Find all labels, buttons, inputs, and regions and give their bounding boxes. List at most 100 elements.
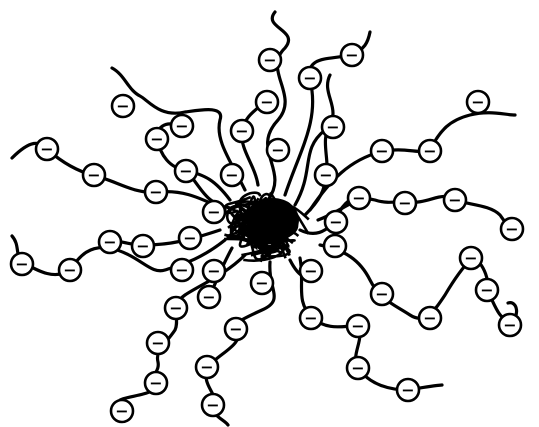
- negative-charge-bead: −: [467, 91, 489, 113]
- negative-charge-bead: −: [147, 332, 169, 354]
- minus-sign: −: [207, 203, 220, 222]
- negative-charge-bead: −: [203, 201, 225, 223]
- minus-sign: −: [149, 183, 162, 202]
- minus-sign: −: [401, 381, 414, 400]
- negative-charge-bead: −: [501, 218, 523, 240]
- minus-sign: −: [271, 141, 284, 160]
- negative-charge-bead: −: [419, 140, 441, 162]
- negative-charge-bead: −: [325, 211, 347, 233]
- minus-sign: −: [150, 130, 163, 149]
- minus-sign: −: [263, 51, 276, 70]
- negative-charge-bead: −: [476, 279, 498, 301]
- minus-sign: −: [149, 374, 162, 393]
- minus-sign: −: [103, 233, 116, 252]
- minus-sign: −: [206, 396, 219, 415]
- negative-charge-bead: −: [419, 307, 441, 329]
- minus-sign: −: [116, 97, 129, 116]
- negative-charge-bead: −: [111, 400, 133, 422]
- negative-charge-bead: −: [179, 227, 201, 249]
- minus-sign: −: [229, 320, 242, 339]
- negative-charge-bead: −: [59, 259, 81, 281]
- negative-charge-bead: −: [196, 356, 218, 378]
- minus-sign: −: [464, 249, 477, 268]
- negative-charge-bead: −: [299, 67, 321, 89]
- minus-sign: −: [448, 191, 461, 210]
- negative-charge-bead: −: [198, 286, 220, 308]
- negative-charge-bead: −: [171, 115, 193, 137]
- negative-charge-bead: −: [371, 140, 393, 162]
- negative-charge-bead: −: [460, 247, 482, 269]
- minus-sign: −: [480, 281, 493, 300]
- negative-charge-bead: −: [348, 187, 370, 209]
- negative-charge-bead: −: [251, 272, 273, 294]
- negative-charge-bead: −: [444, 189, 466, 211]
- negative-charge-bead: −: [394, 192, 416, 214]
- negative-charge-bead: −: [165, 297, 187, 319]
- minus-sign: −: [255, 274, 268, 293]
- minus-sign: −: [328, 237, 341, 256]
- negative-charge-bead: −: [347, 315, 369, 337]
- negative-charge-bead: −: [300, 260, 322, 282]
- negative-charge-bead: −: [322, 116, 344, 138]
- minus-sign: −: [87, 166, 100, 185]
- negative-charge-bead: −: [371, 283, 393, 305]
- minus-sign: −: [183, 229, 196, 248]
- negative-charge-bead: −: [36, 138, 58, 160]
- minus-sign: −: [207, 262, 220, 281]
- minus-sign: −: [319, 166, 332, 185]
- negative-charge-bead: −: [324, 235, 346, 257]
- core-dense-center: [247, 198, 299, 242]
- minus-sign: −: [304, 262, 317, 281]
- negative-charge-bead: −: [231, 120, 253, 142]
- minus-sign: −: [304, 309, 317, 328]
- minus-sign: −: [471, 93, 484, 112]
- negative-charge-bead: −: [225, 318, 247, 340]
- minus-sign: −: [398, 194, 411, 213]
- minus-sign: −: [179, 162, 192, 181]
- minus-sign: −: [352, 189, 365, 208]
- negative-charge-bead: −: [203, 260, 225, 282]
- minus-sign: −: [151, 334, 164, 353]
- minus-sign: −: [351, 359, 364, 378]
- minus-sign: −: [260, 93, 273, 112]
- minus-sign: −: [351, 317, 364, 336]
- minus-sign: −: [40, 140, 53, 159]
- minus-sign: −: [375, 142, 388, 161]
- negative-charge-bead: −: [146, 128, 168, 150]
- negative-charge-bead: −: [132, 235, 154, 257]
- negative-charge-bead: −: [145, 181, 167, 203]
- negative-charge-bead: −: [259, 49, 281, 71]
- minus-sign: −: [175, 117, 188, 136]
- minus-sign: −: [375, 285, 388, 304]
- minus-sign: −: [326, 118, 339, 137]
- minus-sign: −: [329, 213, 342, 232]
- minus-sign: −: [169, 299, 182, 318]
- minus-sign: −: [63, 261, 76, 280]
- minus-sign: −: [115, 402, 128, 421]
- negative-charge-bead: −: [202, 394, 224, 416]
- minus-sign: −: [225, 166, 238, 185]
- polymer-arm: [108, 230, 220, 245]
- minus-sign: −: [235, 122, 248, 141]
- negative-charge-bead: −: [315, 164, 337, 186]
- negative-charge-bead: −: [499, 314, 521, 336]
- minus-sign: −: [503, 316, 516, 335]
- negative-charge-bead: −: [347, 357, 369, 379]
- minus-sign: −: [505, 220, 518, 239]
- negative-charge-bead: −: [83, 164, 105, 186]
- negative-charge-bead: −: [256, 91, 278, 113]
- minus-sign: −: [345, 46, 358, 65]
- negative-charge-bead: −: [267, 139, 289, 161]
- negative-charge-bead: −: [112, 95, 134, 117]
- negative-charge-bead: −: [11, 253, 33, 275]
- minus-sign: −: [136, 237, 149, 256]
- minus-sign: −: [202, 288, 215, 307]
- negative-charge-bead: −: [171, 259, 193, 281]
- negative-charge-bead: −: [145, 372, 167, 394]
- minus-sign: −: [303, 69, 316, 88]
- negative-charge-bead: −: [397, 379, 419, 401]
- negative-charge-bead: −: [341, 44, 363, 66]
- negative-charge-bead: −: [221, 164, 243, 186]
